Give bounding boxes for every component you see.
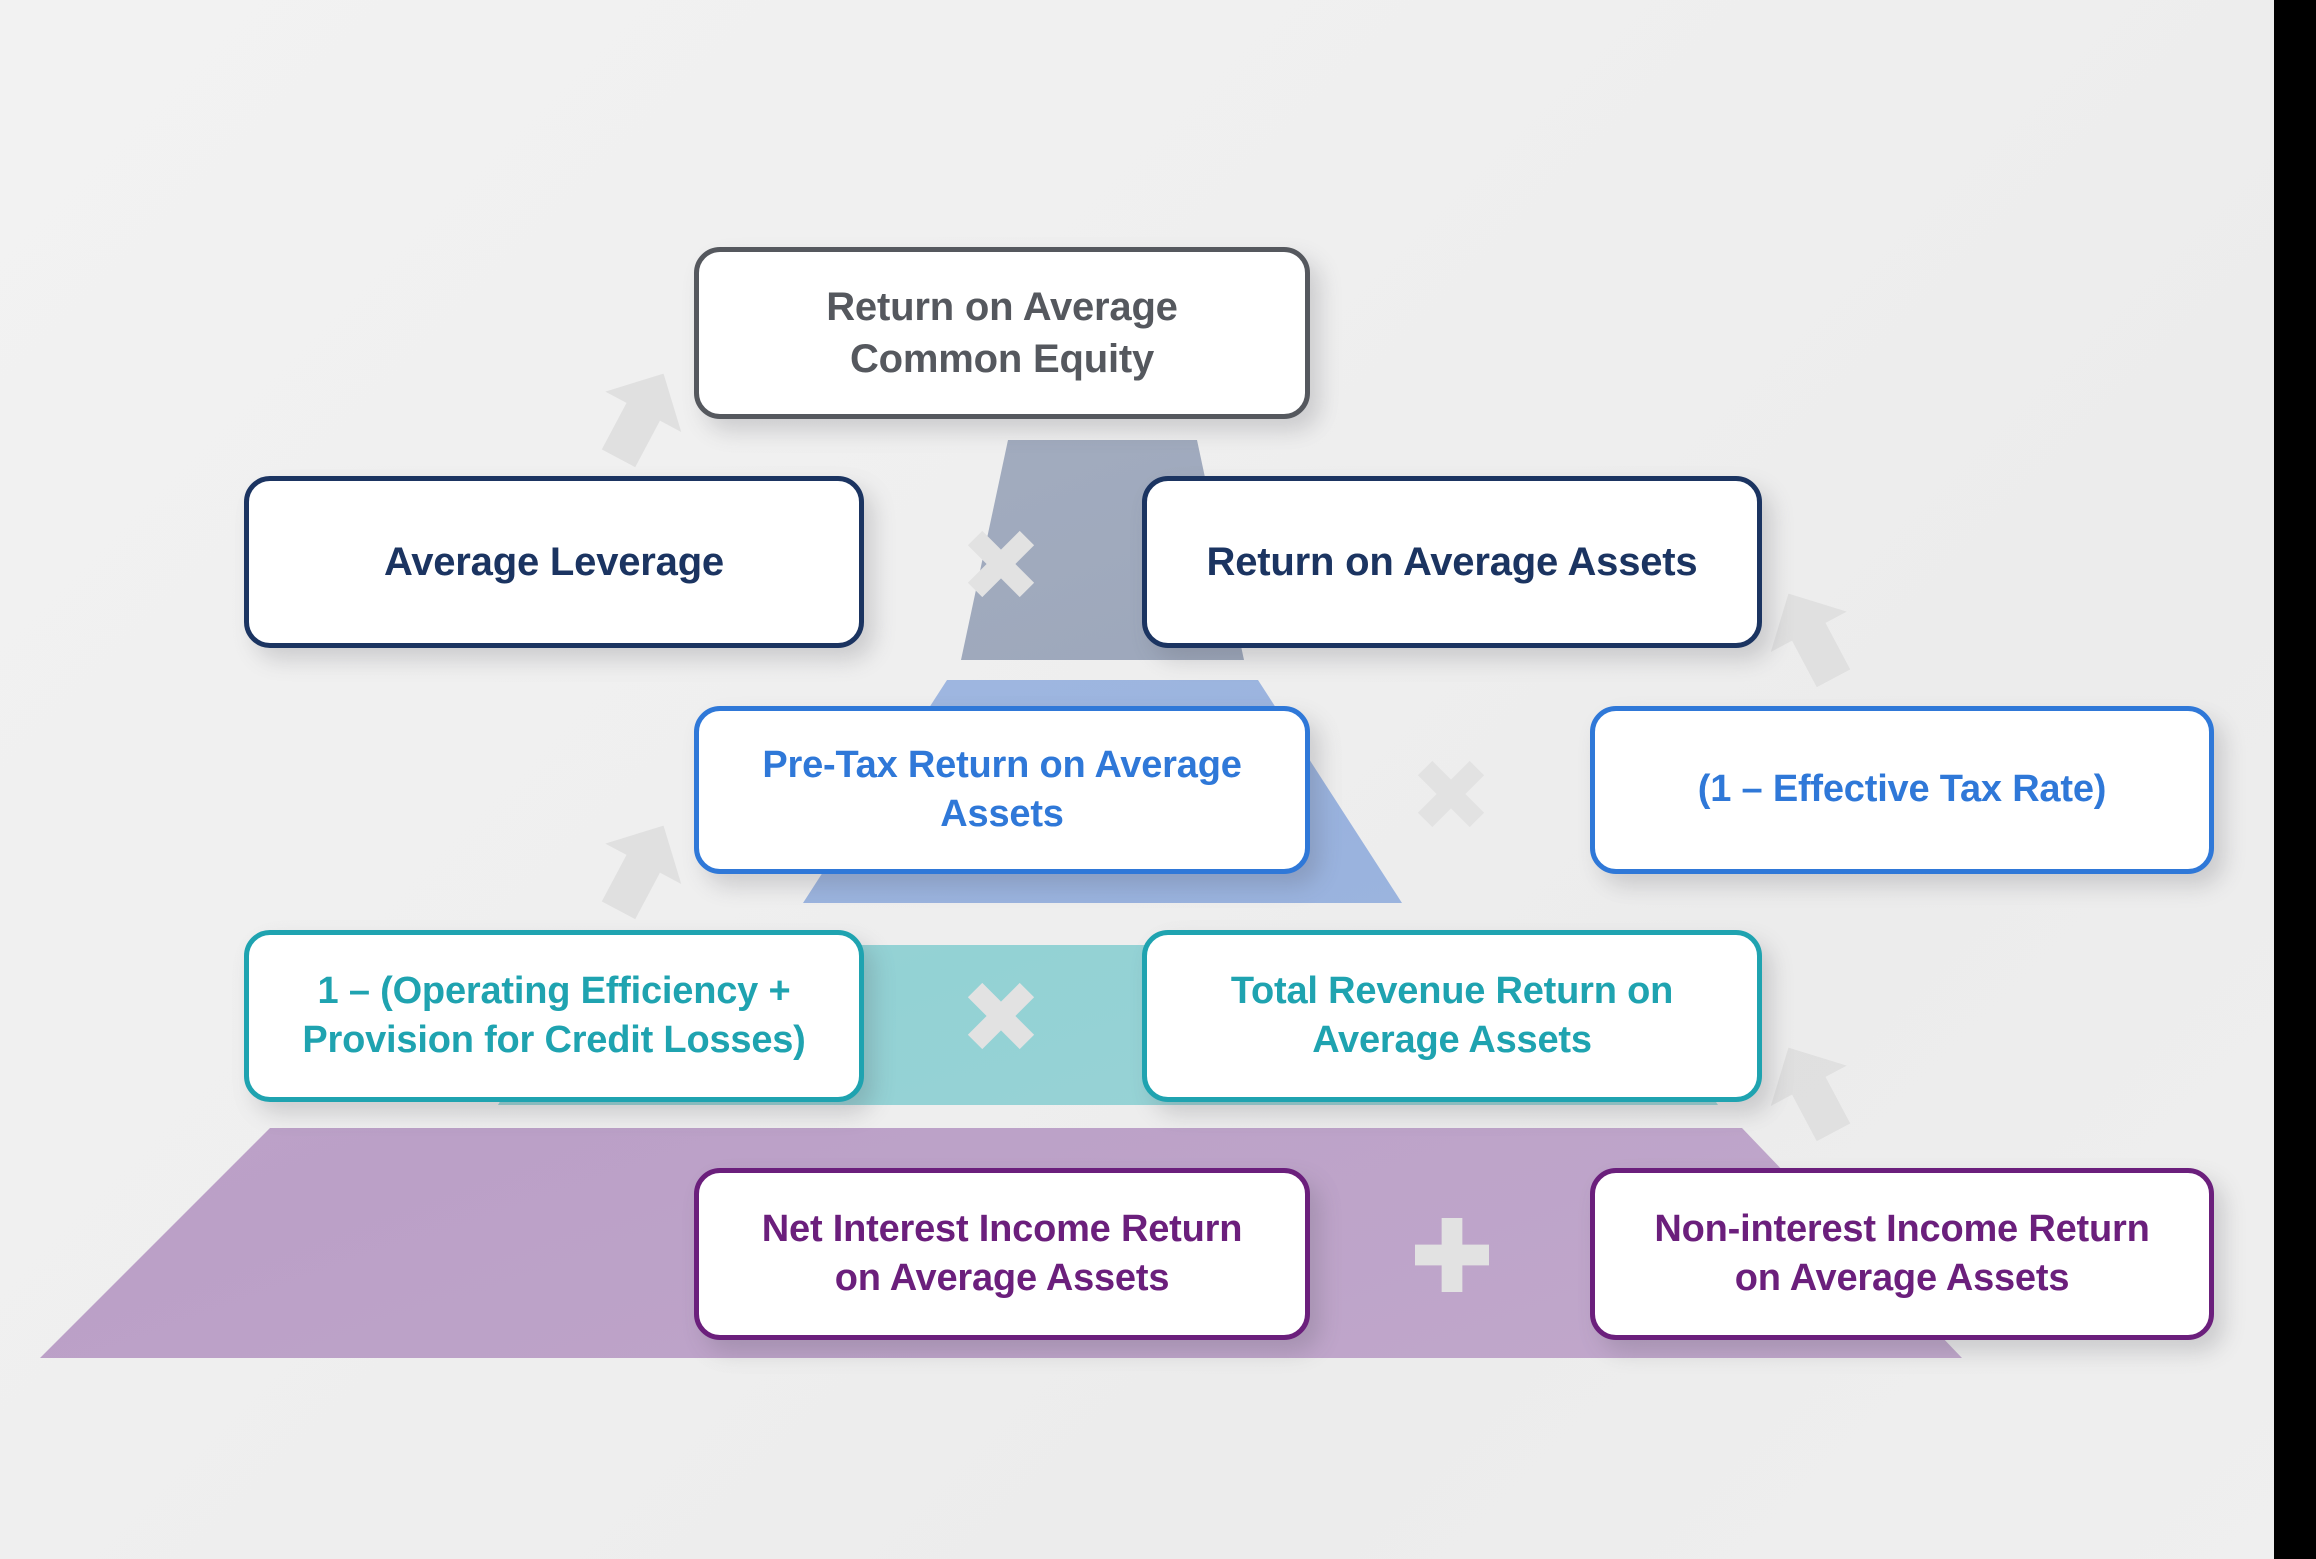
node-average-leverage[interactable]: Average Leverage — [244, 476, 864, 648]
node-one-minus-effective-tax-rate[interactable]: (1 – Effective Tax Rate) — [1590, 706, 2214, 874]
node-label: 1 – (Operating Efficiency +Provision for… — [302, 969, 806, 1061]
node-one-minus-efficiency-provision[interactable]: 1 – (Operating Efficiency +Provision for… — [244, 930, 864, 1102]
right-edge-band — [2274, 0, 2316, 1559]
node-label: Return on Average Assets — [1206, 540, 1698, 584]
arrow-up-right-icon — [580, 353, 701, 478]
node-label: (1 – Effective Tax Rate) — [1697, 768, 2107, 811]
node-label: Average Leverage — [384, 540, 724, 584]
arrow-up-right-icon — [580, 805, 701, 930]
arrow-up-left-icon — [1750, 1027, 1871, 1152]
arrow-up-left-icon — [1750, 573, 1871, 698]
node-return-on-average-assets[interactable]: Return on Average Assets — [1142, 476, 1762, 648]
multiply-icon — [1417, 760, 1485, 828]
